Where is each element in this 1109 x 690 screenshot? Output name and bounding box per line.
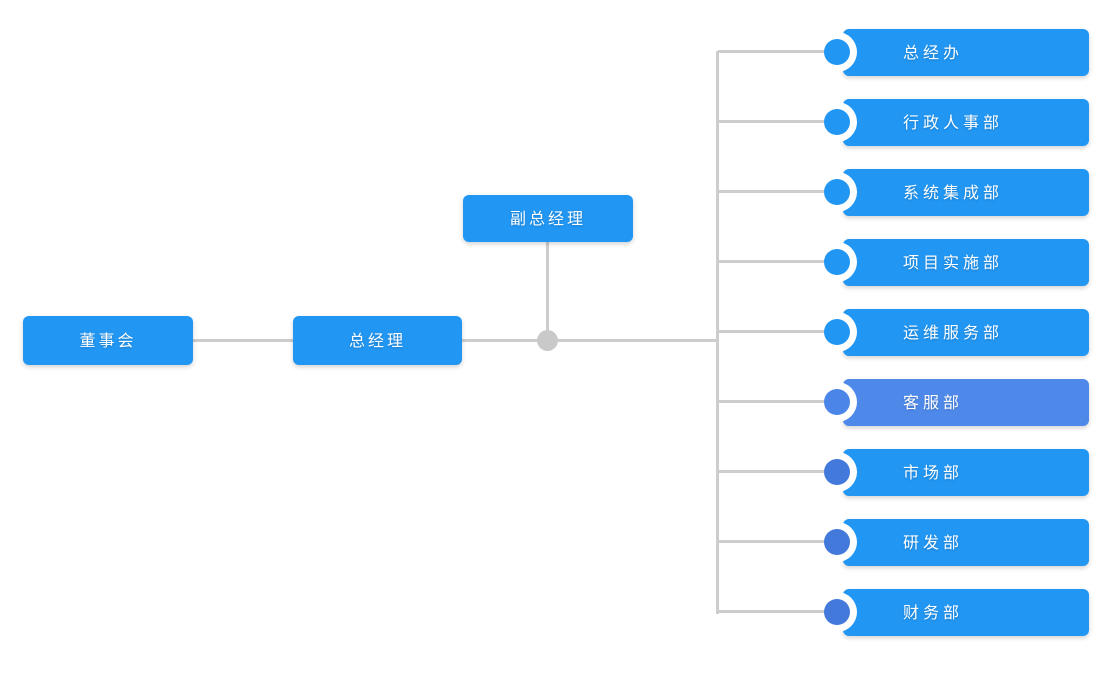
node-toggle-disc[interactable] <box>824 319 850 345</box>
connector-branch-line <box>718 610 830 613</box>
node-board-of-directors[interactable]: 董事会 <box>23 316 193 365</box>
connector-branch-line <box>718 540 830 543</box>
connector-branch-line <box>718 470 830 473</box>
connector-branch-line <box>718 50 830 53</box>
department-node[interactable]: 总经办 <box>843 29 1089 76</box>
department-node[interactable]: 行政人事部 <box>843 99 1089 146</box>
connector-branch-line <box>718 330 830 333</box>
connector-trunk-line <box>716 51 719 614</box>
department-node[interactable]: 市场部 <box>843 449 1089 496</box>
node-general-manager[interactable]: 总经理 <box>293 316 462 365</box>
node-toggle-disc[interactable] <box>824 179 850 205</box>
node-toggle-disc[interactable] <box>824 249 850 275</box>
node-deputy-general-manager[interactable]: 副总经理 <box>463 195 633 242</box>
node-toggle-disc[interactable] <box>824 109 850 135</box>
node-toggle-disc[interactable] <box>824 39 850 65</box>
node-toggle-disc[interactable] <box>824 389 850 415</box>
department-node[interactable]: 客服部 <box>843 379 1089 426</box>
connector-branch-line <box>718 190 830 193</box>
node-toggle-disc[interactable] <box>824 529 850 555</box>
department-node[interactable]: 研发部 <box>843 519 1089 566</box>
connector-branch-line <box>718 400 830 403</box>
node-toggle-disc[interactable] <box>824 599 850 625</box>
department-node[interactable]: 系统集成部 <box>843 169 1089 216</box>
department-node[interactable]: 项目实施部 <box>843 239 1089 286</box>
connector-junction-dot <box>537 330 558 351</box>
connector-branch-line <box>718 260 830 263</box>
node-toggle-disc[interactable] <box>824 459 850 485</box>
connector-branch-line <box>718 120 830 123</box>
connector-deputy-drop-line <box>546 242 549 340</box>
department-node[interactable]: 财务部 <box>843 589 1089 636</box>
department-node[interactable]: 运维服务部 <box>843 309 1089 356</box>
